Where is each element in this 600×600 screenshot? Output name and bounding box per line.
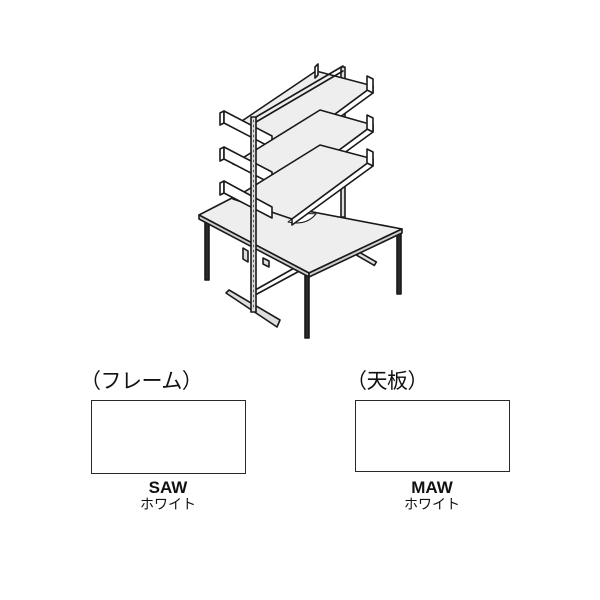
top-plate-heading: （天板） <box>346 369 429 393</box>
frame-color-code: SAW <box>148 478 188 497</box>
top-plate-color-name: ホワイト <box>404 497 460 513</box>
base-foot <box>225 261 306 328</box>
desk-shelf-illustration <box>190 50 420 350</box>
frame-color-name: ホワイト <box>140 497 196 513</box>
front-upright <box>250 116 257 313</box>
frame-heading: （フレーム） <box>80 369 203 393</box>
shelves <box>219 63 374 226</box>
top-plate-color-swatch <box>355 400 510 472</box>
front-leg <box>304 275 310 339</box>
frame-color-swatch <box>91 400 246 474</box>
left-leg <box>204 221 210 281</box>
top-plate-color-code: MAW <box>411 478 453 497</box>
